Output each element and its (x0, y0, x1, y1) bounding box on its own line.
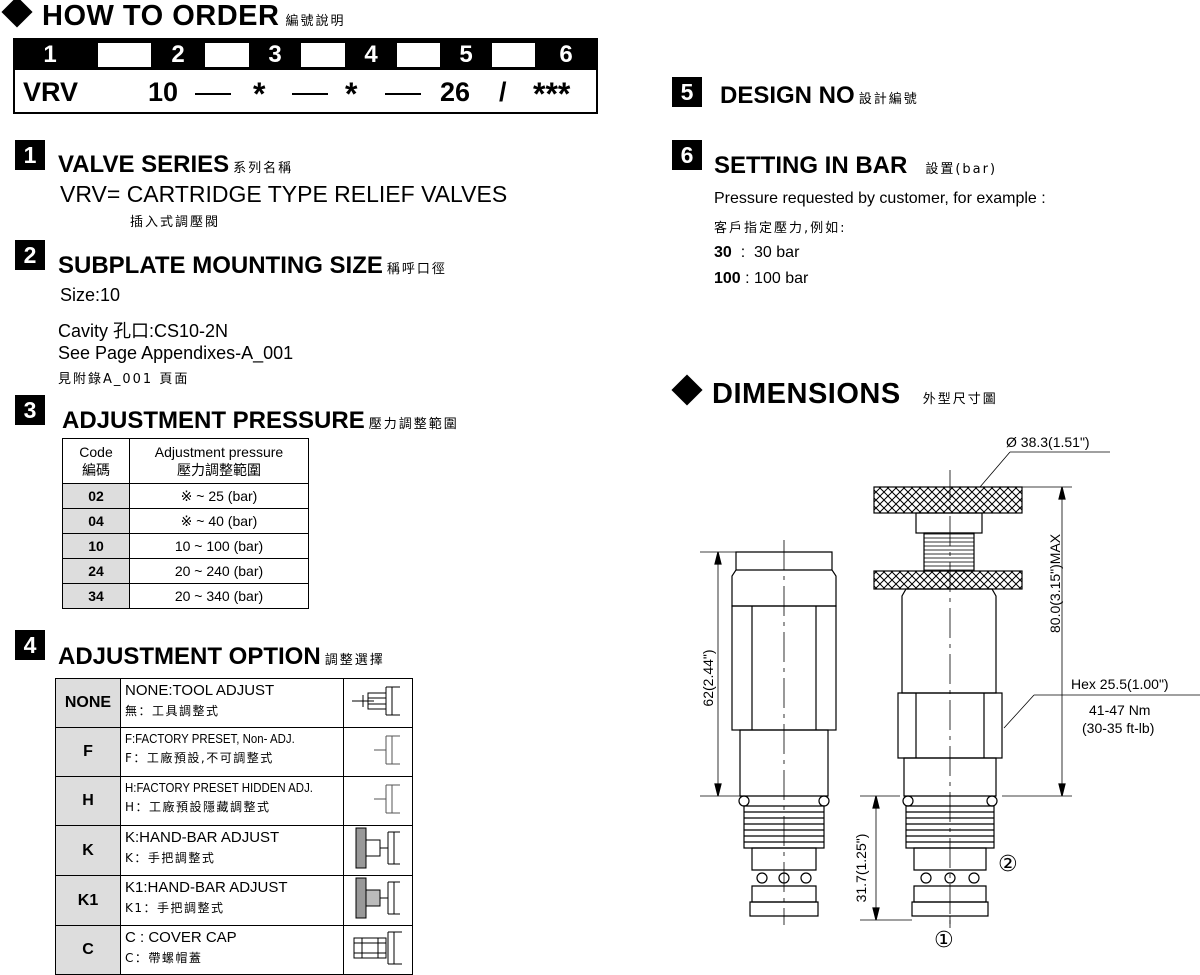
cover-cap-icon (342, 925, 413, 975)
order-value-setting: *** (533, 76, 571, 112)
option-code: H (55, 776, 121, 826)
option-code: C (55, 925, 121, 975)
pressure-range: 20 ~ 340 (bar) (129, 583, 309, 609)
code-column-header: Code 編碼 (62, 438, 130, 484)
order-value-series: VRV (23, 77, 79, 107)
cavity-line: Cavity 孔口:CS10-2N (58, 321, 229, 341)
hand-bar-icon (342, 825, 413, 876)
order-position-2: 2 (151, 40, 205, 70)
valve-series-line-zh: 插入式調壓閥 (130, 215, 221, 230)
table-row: H H:FACTORY PRESET HIDDEN ADJ.H：工廠預設隱藏調整… (55, 776, 413, 826)
option-code: K1 (55, 875, 121, 926)
option-code: K (55, 825, 121, 876)
hand-bar-k1-icon (342, 875, 413, 926)
size-line: Size:10 (60, 285, 121, 305)
max-length-label: 80.0(3.15")MAX (1047, 533, 1063, 633)
pressure-code: 10 (62, 533, 130, 559)
thread-length-label: 31.7(1.25") (853, 833, 869, 903)
adjustment-pressure-table: Code 編碼 Adjustment pressure 壓力調整範圍 02※ ~… (62, 438, 309, 609)
port-1-marker: ① (934, 927, 954, 952)
torque-ftlb-label: (30-35 ft-lb) (1082, 720, 1155, 736)
pressure-range: 20 ~ 240 (bar) (129, 558, 309, 584)
see-page-line: See Page Appendixes-A_001 (58, 343, 294, 363)
setting-description: Pressure requested by customer, for exam… (714, 190, 1046, 207)
table-row: F F:FACTORY PRESET, Non- ADJ.F：工廠預設,不可調整… (55, 727, 413, 777)
table-row: 02※ ~ 25 (bar) (62, 483, 309, 509)
hidden-adjust-icon (342, 776, 413, 826)
tool-adjust-icon (342, 678, 413, 728)
setting-description-zh: 客戶指定壓力,例如: (714, 221, 847, 236)
order-value-design: 26 (440, 77, 471, 107)
option-code: F (55, 727, 121, 777)
order-position-5: 5 (440, 40, 492, 70)
valve-dimension-drawing (700, 451, 1200, 928)
section-6-number: 6 (672, 140, 702, 170)
section-1-number: 1 (15, 140, 45, 170)
section-4-number: 4 (15, 630, 45, 660)
diameter-label: Ø 38.3(1.51") (1006, 434, 1090, 450)
range-column-header: Adjustment pressure 壓力調整範圍 (129, 438, 309, 484)
section-2-number: 2 (15, 240, 45, 270)
body-length-label: 62(2.44") (700, 649, 716, 707)
diamond-bullet-icon (1, 0, 33, 28)
table-header-row: Code 編碼 Adjustment pressure 壓力調整範圍 (62, 438, 309, 484)
pressure-range: 10 ~ 100 (bar) (129, 533, 309, 559)
section-5-number: 5 (672, 77, 702, 107)
order-position-4: 4 (345, 40, 397, 70)
pressure-range: ※ ~ 40 (bar) (129, 508, 309, 534)
setting-example-2: 100 : 100 bar (714, 270, 809, 287)
order-position-3: 3 (249, 40, 301, 70)
option-description: H:FACTORY PRESET HIDDEN ADJ.H：工廠預設隱藏調整式 (120, 776, 344, 826)
pressure-code: 24 (62, 558, 130, 584)
hex-label: Hex 25.5(1.00") (1071, 676, 1169, 692)
option-code: NONE (55, 678, 121, 728)
order-value-option: * (345, 76, 358, 112)
factory-preset-icon (342, 727, 413, 777)
setting-example-1: 30 : 30 bar (714, 244, 800, 261)
diamond-bullet-icon (671, 374, 703, 406)
valve-series-line: VRV= CARTRIDGE TYPE RELIEF VALVES (60, 181, 508, 207)
pressure-code: 02 (62, 483, 130, 509)
order-position-1: 1 (35, 40, 65, 70)
port-2-marker: ② (998, 851, 1018, 876)
option-description: F:FACTORY PRESET, Non- ADJ.F：工廠預設,不可調整式 (120, 727, 344, 777)
order-code-table: 1 2 3 4 5 6 VRV 10 * * 26 / *** (13, 38, 598, 114)
order-value-slash: / (499, 77, 507, 107)
torque-label: 41-47 Nm (1089, 702, 1151, 718)
pressure-range: ※ ~ 25 (bar) (129, 483, 309, 509)
section-3-number: 3 (15, 395, 45, 425)
pressure-code: 34 (62, 583, 130, 609)
order-value-size: 10 (148, 77, 179, 107)
order-position-6: 6 (535, 40, 597, 70)
see-page-line-zh: 見附錄A_001 頁面 (58, 372, 190, 387)
table-row: 04※ ~ 40 (bar) (62, 508, 309, 534)
order-value-pressure: * (253, 76, 266, 112)
pressure-code: 04 (62, 508, 130, 534)
